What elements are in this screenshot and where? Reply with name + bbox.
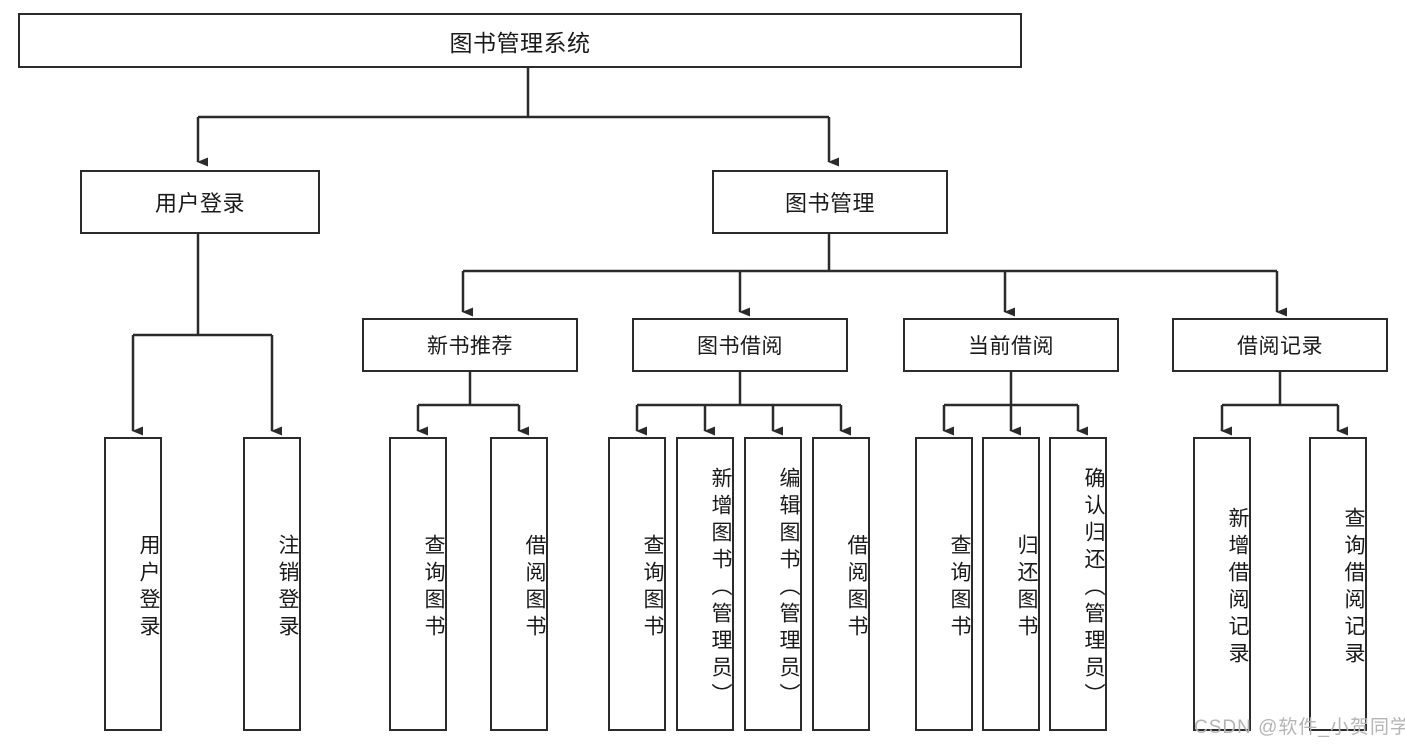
node-leaf-query-book-2-label: 查询图书 [641, 534, 664, 642]
csdn-watermark: CSDN @软件_小贺同学 [1194, 717, 1405, 738]
node-book-manage-label: 图书管理 [784, 191, 875, 216]
node-current-borrow-label: 当前借阅 [968, 335, 1054, 358]
node-leaf-edit-book[interactable]: 编辑图书（管理员） [744, 437, 802, 731]
node-leaf-user-login[interactable]: 用户登录 [104, 437, 162, 731]
node-leaf-user-login-label: 用户登录 [137, 534, 160, 642]
node-leaf-confirm-return[interactable]: 确认归还（管理员） [1049, 437, 1107, 731]
node-leaf-query-book-1-label: 查询图书 [422, 534, 445, 642]
node-root-label: 图书管理系统 [449, 29, 591, 56]
node-leaf-borrow-book-2-label: 借阅图书 [845, 534, 868, 642]
node-leaf-logout[interactable]: 注销登录 [243, 437, 301, 731]
node-leaf-query-book-1[interactable]: 查询图书 [389, 437, 447, 731]
node-book-manage[interactable]: 图书管理 [712, 170, 948, 234]
node-leaf-add-record[interactable]: 新增借阅记录 [1193, 437, 1251, 731]
node-leaf-query-book-3[interactable]: 查询图书 [915, 437, 973, 731]
node-leaf-query-record-label: 查询借阅记录 [1342, 507, 1365, 669]
node-leaf-query-record[interactable]: 查询借阅记录 [1309, 437, 1367, 731]
node-leaf-logout-label: 注销登录 [276, 534, 299, 642]
node-leaf-add-record-label: 新增借阅记录 [1226, 507, 1249, 669]
node-book-borrow-label: 图书借阅 [697, 335, 783, 358]
node-leaf-add-book[interactable]: 新增图书（管理员） [676, 437, 734, 731]
node-leaf-borrow-book-1-label: 借阅图书 [523, 534, 546, 642]
node-borrow-record[interactable]: 借阅记录 [1172, 318, 1388, 372]
node-leaf-edit-book-label: 编辑图书（管理员） [777, 466, 800, 710]
node-leaf-add-book-label: 新增图书（管理员） [709, 466, 732, 710]
node-borrow-record-label: 借阅记录 [1237, 335, 1323, 358]
node-leaf-borrow-book-1[interactable]: 借阅图书 [490, 437, 548, 731]
node-leaf-query-book-2[interactable]: 查询图书 [608, 437, 666, 731]
node-leaf-return-book[interactable]: 归还图书 [982, 437, 1040, 731]
node-user-login[interactable]: 用户登录 [80, 170, 320, 234]
node-leaf-return-book-label: 归还图书 [1015, 534, 1038, 642]
node-leaf-query-book-3-label: 查询图书 [948, 534, 971, 642]
node-user-login-label: 用户登录 [154, 191, 245, 216]
node-book-borrow[interactable]: 图书借阅 [632, 318, 848, 372]
node-new-book-recommend-label: 新书推荐 [427, 335, 513, 358]
node-leaf-confirm-return-label: 确认归还（管理员） [1082, 466, 1105, 710]
node-current-borrow[interactable]: 当前借阅 [903, 318, 1119, 372]
node-root[interactable]: 图书管理系统 [18, 13, 1022, 68]
node-new-book-recommend[interactable]: 新书推荐 [362, 318, 578, 372]
node-leaf-borrow-book-2[interactable]: 借阅图书 [812, 437, 870, 731]
